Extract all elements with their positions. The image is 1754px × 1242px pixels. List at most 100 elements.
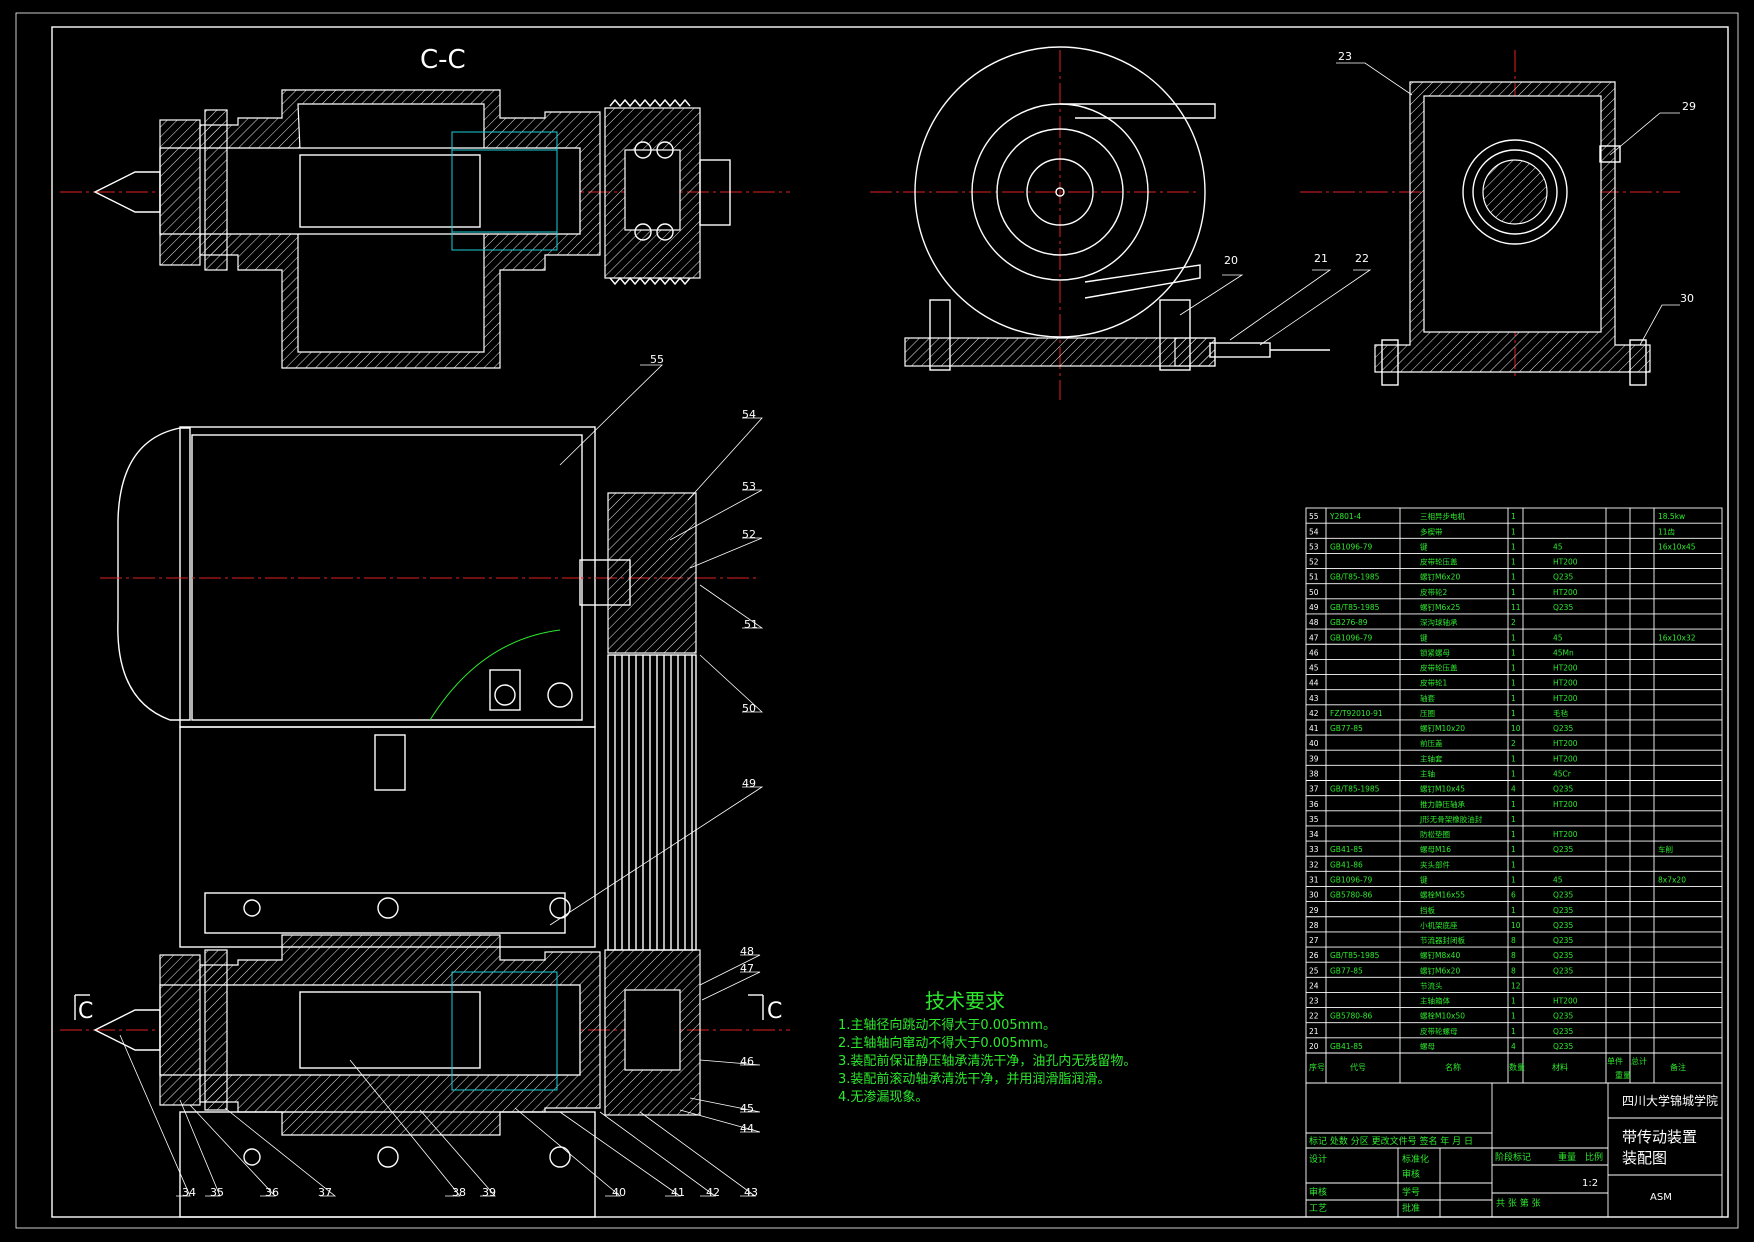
bom-cell-no: 30 <box>1309 891 1319 900</box>
bom-cell-mat: HT200 <box>1553 558 1578 567</box>
bom-cell-code: GB5780-86 <box>1330 1012 1373 1021</box>
callout-36: 36 <box>265 1186 279 1199</box>
bom-cell-mat: Q235 <box>1553 603 1573 612</box>
bom-cell-no: 50 <box>1309 588 1319 597</box>
bom-cell-mat: HT200 <box>1553 664 1578 673</box>
callout-21: 21 <box>1314 252 1328 265</box>
bom-cell-qty: 10 <box>1511 724 1521 733</box>
label-weight: 重量 <box>1558 1151 1576 1163</box>
callout-20: 20 <box>1224 254 1238 267</box>
label-design: 设计 <box>1309 1153 1327 1165</box>
bom-cell-no: 46 <box>1309 648 1319 657</box>
bom-cell-mat: Q235 <box>1553 891 1573 900</box>
title-block: 四川大学锦城学院 带传动装置 装配图 ASM 1:2 标记 处数 分区 更改文件… <box>1309 1093 1718 1214</box>
bom-cell-name: 防松垫圈 <box>1420 829 1450 839</box>
callout-45: 45 <box>740 1102 754 1115</box>
bom-cell-name: 节流头 <box>1420 980 1443 990</box>
callout-46: 46 <box>740 1055 754 1068</box>
bom-cell-qty: 1 <box>1511 709 1516 718</box>
bom-cell-no: 39 <box>1309 754 1319 763</box>
bom-cell-qty: 1 <box>1511 664 1516 673</box>
section-marker-left: C <box>78 999 93 1024</box>
bom-cell-no: 23 <box>1309 997 1319 1006</box>
label-row-b: 学号 <box>1402 1186 1420 1198</box>
bom-cell-name: 皮带轮螺母 <box>1420 1026 1458 1036</box>
callout-55: 55 <box>650 353 664 366</box>
bom-header-weight: 重量 <box>1615 1070 1631 1080</box>
bom-cell-qty: 1 <box>1511 800 1516 809</box>
bom-cell-note: 18.5kw <box>1658 512 1685 521</box>
bom-cell-no: 44 <box>1309 679 1319 688</box>
bom-cell-code: GB1096-79 <box>1330 875 1373 884</box>
bom-cell-name: 螺钉M10x45 <box>1420 784 1465 794</box>
bom-cell-no: 33 <box>1309 845 1319 854</box>
bom-cell-mat: HT200 <box>1553 739 1578 748</box>
callout-52: 52 <box>742 528 756 541</box>
label-standard: 标准化 <box>1402 1153 1429 1165</box>
bom-cell-name: 主轴 <box>1420 769 1435 779</box>
callout-37: 37 <box>318 1186 332 1199</box>
bom-cell-no: 32 <box>1309 860 1319 869</box>
bom-cell-code: Y2801-4 <box>1329 512 1361 521</box>
bom-cell-name: 键 <box>1420 874 1428 884</box>
bom-cell-name: 螺钉M10x20 <box>1420 723 1465 733</box>
callout-49: 49 <box>742 777 756 790</box>
label-scale: 比例 <box>1585 1151 1603 1163</box>
label-approve: 批准 <box>1402 1202 1420 1214</box>
bom-cell-name: 螺栓M10x50 <box>1420 1011 1465 1021</box>
bom-cell-qty: 4 <box>1511 785 1516 794</box>
callout-51: 51 <box>744 618 758 631</box>
callout-23: 23 <box>1338 50 1352 63</box>
bom-cell-no: 47 <box>1309 633 1319 642</box>
bom-cell-mat: HT200 <box>1553 997 1578 1006</box>
revision-header: 标记 处数 分区 更改文件号 签名 年 月 日 <box>1309 1135 1473 1147</box>
callout-53: 53 <box>742 480 756 493</box>
bom-cell-no: 48 <box>1309 618 1319 627</box>
bom-cell-name: 螺母M16 <box>1420 844 1451 854</box>
bom-cell-no: 38 <box>1309 770 1319 779</box>
bom-cell-code: GB77-85 <box>1330 724 1363 733</box>
callout-22: 22 <box>1355 252 1369 265</box>
callout-47: 47 <box>740 962 754 975</box>
tech-requirements: 技术要求 1.主轴径向跳动不得大于0.005mm。 2.主轴轴向窜动不得大于0.… <box>838 989 1136 1105</box>
bom-cell-no: 51 <box>1309 573 1319 582</box>
bom-cell-qty: 8 <box>1511 936 1516 945</box>
bom-cell-code: GB/T85-1985 <box>1330 603 1380 612</box>
bom-cell-no: 25 <box>1309 966 1319 975</box>
label-sheets: 共 张 第 张 <box>1496 1197 1541 1209</box>
bom-cell-code: GB41-85 <box>1330 845 1363 854</box>
bom-cell-code: GB1096-79 <box>1330 542 1373 551</box>
bom-header: 序号 代号 名称 数量 材料 单件 总计 重量 备注 <box>1309 1056 1686 1080</box>
bom-cell-qty: 1 <box>1511 633 1516 642</box>
callout-43: 43 <box>744 1186 758 1199</box>
bom-cell-name: 螺栓M16x55 <box>1420 890 1465 900</box>
bom-cell-no: 36 <box>1309 800 1319 809</box>
bom-cell-no: 24 <box>1309 981 1319 990</box>
bom-cell-name: 皮带轮1 <box>1420 678 1447 688</box>
bom-cell-mat: Q235 <box>1553 936 1573 945</box>
bom-cell-note: 11齿 <box>1658 527 1676 536</box>
tech-line-3: 3.装配前保证静压轴承清洗干净，油孔内无残留物。 <box>838 1053 1136 1069</box>
bom-cell-name: 螺钉M8x40 <box>1420 950 1460 960</box>
bom-cell-qty: 1 <box>1511 512 1516 521</box>
bom-cell-qty: 1 <box>1511 558 1516 567</box>
bom-header-unit: 单件 <box>1607 1056 1623 1066</box>
bom-cell-qty: 1 <box>1511 573 1516 582</box>
bom-header-mat: 材料 <box>1552 1062 1568 1072</box>
bom-cell-mat: 45 <box>1553 633 1563 642</box>
bom-cell-mat: Q235 <box>1553 785 1573 794</box>
bom-cell-mat: 45Mn <box>1553 648 1574 657</box>
bom-cell-name: 小机架底座 <box>1420 920 1458 930</box>
bom-cell-qty: 1 <box>1511 679 1516 688</box>
label-row-a: 审核 <box>1402 1168 1420 1180</box>
bom-cell-name: 三相异步电机 <box>1420 511 1465 521</box>
bom-cell-no: 27 <box>1309 936 1319 945</box>
tech-heading: 技术要求 <box>925 989 1005 1013</box>
bom-cell-mat: Q235 <box>1553 573 1573 582</box>
bom-cell-name: 键 <box>1420 541 1428 551</box>
bom-cell-qty: 1 <box>1511 770 1516 779</box>
bom-cell-mat: Q235 <box>1553 1027 1573 1036</box>
bom-cell-qty: 8 <box>1511 966 1516 975</box>
